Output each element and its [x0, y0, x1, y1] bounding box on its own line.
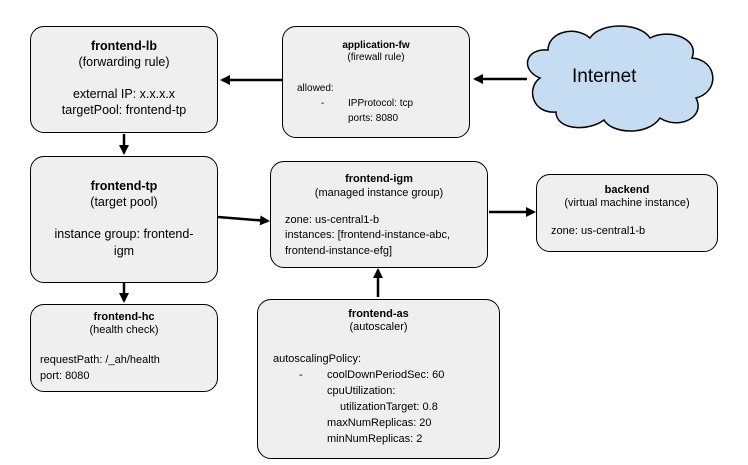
node-title: frontend-igm [345, 173, 413, 185]
list-dash: - [321, 98, 325, 109]
instances-value-cont: frontend-instance-efg] [285, 245, 393, 257]
node-title: application-fw [342, 40, 410, 51]
frontend-as-node: frontend-as (autoscaler) autoscalingPoli… [257, 299, 500, 459]
min-replicas-value: minNumReplicas: 2 [327, 433, 423, 445]
target-pool-value: targetPool: frontend-tp [61, 103, 187, 117]
frontend-tp-node: frontend-tp (target pool) instance group… [30, 156, 218, 283]
node-subtitle: (forwarding rule) [78, 55, 170, 69]
node-subtitle: (health check) [89, 324, 159, 336]
node-subtitle: (autoscaler) [349, 321, 408, 333]
node-title: backend [604, 184, 650, 196]
frontend-igm-node: frontend-igm (managed instance group) zo… [270, 161, 488, 268]
policy-label: autoscalingPolicy: [273, 353, 362, 365]
node-subtitle: (managed instance group) [314, 187, 444, 199]
node-title: frontend-as [348, 308, 409, 320]
arrow-tp-to-igm [217, 215, 270, 226]
node-subtitle: (firewall rule) [347, 52, 405, 63]
protocol-value: IPProtocol: tcp [348, 98, 414, 109]
instance-group-value-cont: igm [113, 244, 135, 258]
ports-value: ports: 8080 [348, 113, 399, 124]
internet-label: Internet [572, 66, 637, 87]
application-fw-node: application-fw (firewall rule) allowed: … [282, 26, 470, 138]
frontend-lb-node: frontend-lb (forwarding rule) external I… [30, 26, 218, 133]
port-value: port: 8080 [40, 370, 90, 382]
node-subtitle: (target pool) [90, 195, 158, 209]
external-ip-value: external IP: x.x.x.x [72, 87, 176, 101]
list-dash: - [299, 369, 303, 381]
utilization-target-value: utilizationTarget: 0.8 [340, 401, 438, 413]
frontend-hc-node: frontend-hc (health check) requestPath: … [30, 304, 218, 392]
node-title: frontend-lb [91, 39, 157, 53]
cpu-utilization-label: cpuUtilization: [327, 385, 396, 397]
max-replicas-value: maxNumReplicas: 20 [327, 417, 432, 429]
instances-value: instances: [frontend-instance-abc, [285, 229, 451, 241]
allowed-label: allowed: [297, 83, 334, 94]
zone-value: zone: us-central1-b [285, 214, 380, 226]
backend-node: backend (virtual machine instance) zone:… [536, 174, 718, 252]
request-path-value: requestPath: /_ah/health [40, 354, 160, 366]
node-subtitle: (virtual machine instance) [564, 197, 690, 209]
internet-cloud-shape [526, 25, 714, 132]
zone-value: zone: us-central1-b [551, 225, 646, 237]
cooldown-value: coolDownPeriodSec: 60 [327, 369, 445, 381]
node-title: frontend-hc [93, 311, 155, 323]
instance-group-value: instance group: frontend- [54, 227, 194, 241]
node-title: frontend-tp [90, 179, 158, 193]
